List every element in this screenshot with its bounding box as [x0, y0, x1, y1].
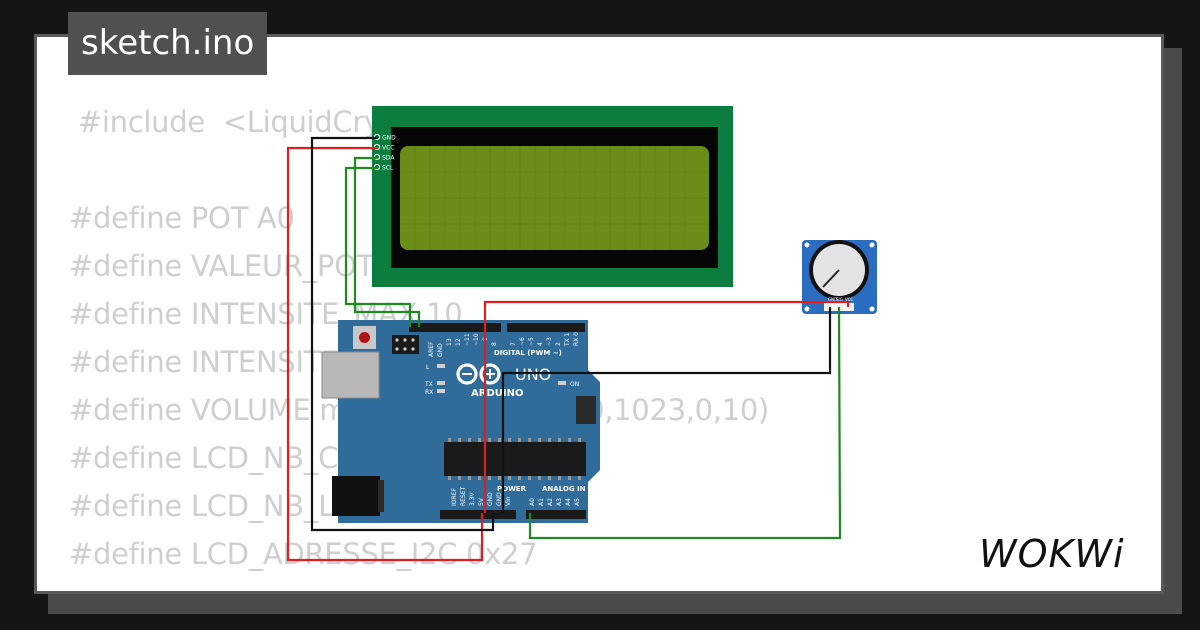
power-pin-label: Vin — [505, 496, 512, 506]
led-on — [558, 381, 566, 385]
arduino-logo-symbols — [462, 369, 495, 379]
chip-pins — [448, 438, 581, 480]
usb-connector — [321, 351, 380, 399]
digital-pin-label: 12 — [455, 338, 462, 346]
mount-hole — [869, 242, 875, 248]
analog-pin-label: A0 — [529, 498, 536, 506]
mount-hole — [804, 242, 810, 248]
analog-pin-label: A1 — [538, 498, 545, 506]
code-line: #define LCD_NB_COLONNES 20 — [69, 441, 523, 475]
digital-pin-label: ~11 — [464, 333, 471, 346]
pot-pin-gnd-label: GND — [828, 297, 837, 302]
potentiometer-indicator — [822, 269, 840, 288]
digital-pin-label: 7 — [510, 342, 517, 346]
digital-pin-label: 4 — [537, 342, 544, 346]
icsp-header — [392, 335, 419, 354]
atmega-chip — [444, 442, 586, 476]
led-l — [437, 364, 445, 368]
digital-pin-label: RX 0 — [573, 332, 580, 346]
wire-pot-sig-to-a0[interactable] — [528, 306, 842, 540]
led-tx-label: TX — [424, 381, 433, 388]
led-on-label: ON — [570, 381, 579, 388]
power-pin-label: GND — [487, 492, 494, 506]
arduino-uno-board[interactable]: ARDUINO UNO DIGITAL (PWM ~) ANALOG IN PO… — [321, 320, 600, 523]
power-pin-label: GND — [496, 492, 503, 506]
power-jack-tip — [378, 480, 384, 512]
power-pin-label: 3.3V — [469, 491, 476, 506]
icsp-pins — [395, 338, 415, 351]
aref-pin-label: AREF — [428, 341, 435, 357]
wire-pot-vcc-to-5v[interactable] — [483, 300, 850, 513]
analog-pin-label: A5 — [574, 498, 581, 506]
wokwi-logo-text: WOKWi — [979, 532, 1125, 576]
sketch-filename-label: sketch.ino — [68, 12, 268, 75]
power-pin-label: 5V — [478, 497, 485, 506]
analog-pin-labels: A0 A1 A2 A3 A4 A5 — [529, 498, 581, 506]
digital-header-low — [507, 323, 585, 332]
digital-pin-label: ~3 — [546, 337, 553, 346]
arduino-model-label: UNO — [515, 365, 551, 384]
mount-hole — [804, 306, 810, 312]
power-jack — [332, 476, 380, 516]
pot-pin-vcc-label: VCC — [845, 297, 854, 302]
digital-pin-label: 13 — [446, 338, 453, 346]
power-header — [440, 510, 516, 519]
analog-pin-label: A4 — [565, 498, 572, 506]
gnd-pin-label: GND — [437, 343, 444, 357]
wokwi-logo: WOKWi — [979, 532, 1125, 576]
analog-pin-label: A2 — [547, 498, 554, 506]
arduino-logo-icon — [456, 363, 501, 385]
lcd-pin-gnd-label: GND — [382, 135, 396, 142]
digital-pin-label: 2 — [555, 342, 562, 346]
wires — [286, 136, 850, 562]
led-tx — [437, 381, 445, 385]
wire-pot-gnd-to-gnd[interactable] — [501, 307, 832, 513]
analog-header — [526, 510, 586, 519]
mount-hole — [869, 306, 875, 312]
analog-pin-label: A3 — [556, 498, 563, 506]
wire-lcd-vcc-to-5v[interactable] — [286, 146, 484, 562]
digital-pin-label: 8 — [491, 342, 498, 346]
power-label: POWER — [497, 485, 527, 493]
power-pin-labels: IOREF RESET 3.3V 5V GND GND Vin — [451, 486, 512, 506]
digital-pin-label: ~10 — [473, 333, 480, 346]
power-pin-label: IOREF — [451, 488, 458, 506]
led-rx-label: RX — [425, 389, 433, 396]
wire-lcd-scl[interactable] — [344, 166, 412, 327]
led-rx — [437, 389, 445, 393]
reset-button[interactable] — [359, 332, 370, 343]
digital-pin-label: TX 1 — [564, 332, 571, 347]
digital-header-high — [409, 323, 501, 332]
lcd-pin-vcc-label: VCC — [382, 145, 394, 152]
digital-pin-label: ~6 — [519, 337, 526, 346]
led-l-label: L — [426, 364, 430, 371]
lcd-display[interactable]: GND VCC SDA SCL — [372, 106, 733, 287]
analog-in-label: ANALOG IN — [542, 485, 586, 493]
digital-pin-label: ~5 — [528, 337, 535, 346]
power-pin-label: RESET — [460, 486, 467, 506]
wire-lcd-sda[interactable] — [353, 156, 421, 327]
pot-pin-sig-label: SIG — [836, 297, 843, 302]
digital-header-label: DIGITAL (PWM ~) — [494, 349, 562, 357]
lcd-character-grid — [400, 146, 709, 250]
arduino-brand-label: ARDUINO — [471, 388, 523, 399]
side-header — [576, 396, 596, 424]
wire-lcd-gnd-to-gnd[interactable] — [310, 136, 495, 532]
potentiometer[interactable]: GND SIG VCC — [802, 240, 877, 314]
lcd-pin-sda-label: SDA — [382, 155, 395, 162]
lcd-pin-scl-label: SCL — [382, 165, 394, 172]
code-line: #define LCD_ADRESSE_I2C 0x27 — [69, 537, 538, 571]
